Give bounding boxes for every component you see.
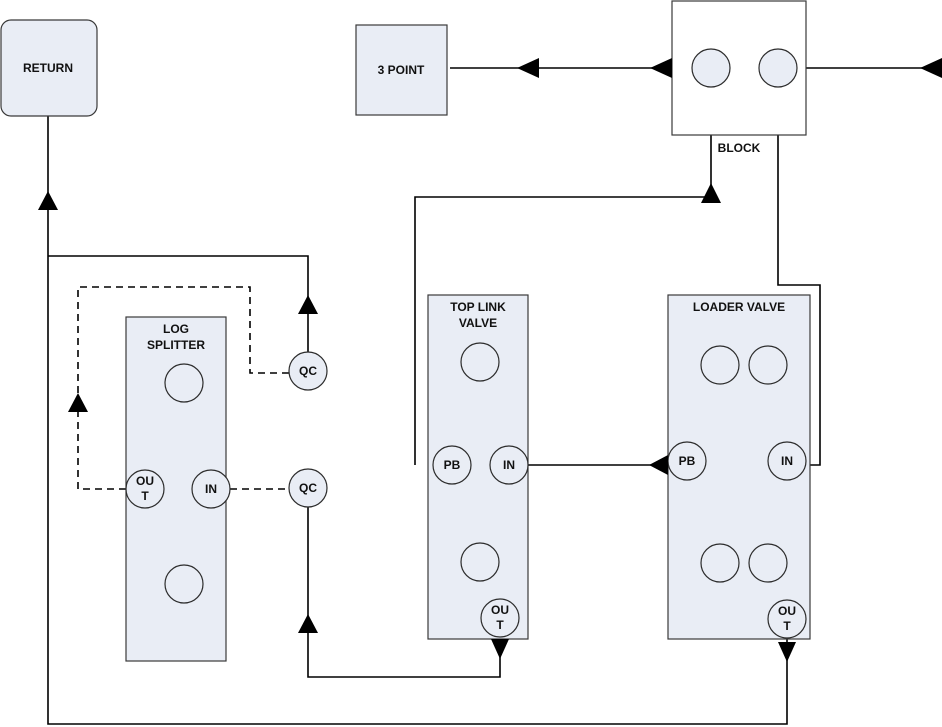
top-link-out-label-2: T: [496, 618, 504, 632]
loader-pb-port[interactable]: PB: [667, 441, 707, 481]
top-link-port-bottom: [460, 542, 500, 582]
loader-valve-label: LOADER VALVE: [693, 300, 785, 314]
loader-in-to-block-line: [777, 135, 821, 466]
arrow-qc-upper-up-icon: [298, 295, 318, 314]
arrow-block-up-icon: [701, 183, 721, 203]
loader-port-3: [700, 543, 740, 583]
top-link-label-line1: TOP LINK: [450, 300, 506, 314]
log-splitter-in-port[interactable]: IN: [191, 469, 231, 509]
loader-out-label-1: OU: [778, 604, 796, 618]
log-splitter-out-hose: [77, 286, 290, 490]
qc-upper-port[interactable]: QC: [288, 351, 328, 391]
connections: [47, 67, 942, 725]
top-link-pb-label: PB: [444, 458, 461, 472]
top-link-in-label: IN: [503, 458, 515, 472]
return-label: RETURN: [23, 61, 73, 75]
log-splitter-hoses: [77, 286, 290, 490]
qc-lower-label: QC: [299, 481, 317, 495]
arrow-loader-pb-left-icon: [649, 455, 668, 475]
block-port-left: [691, 48, 731, 88]
top-link-out-label-1: OU: [491, 603, 509, 617]
three-point-label: 3 POINT: [378, 63, 425, 77]
block-box[interactable]: [671, 0, 807, 136]
loader-out-port[interactable]: OU T: [767, 599, 807, 639]
log-splitter-out-label-1: OU: [136, 474, 154, 488]
loader-out-label-2: T: [783, 619, 791, 633]
return-line: [47, 116, 788, 725]
arrow-supply-left-icon: [920, 58, 942, 78]
loader-port-2: [748, 345, 788, 385]
log-splitter-label-line1: LOG: [163, 322, 189, 336]
log-splitter-out-port[interactable]: OU T: [125, 469, 165, 509]
qc-lower-port[interactable]: QC: [288, 468, 328, 508]
top-link-in-port[interactable]: IN: [489, 445, 529, 485]
top-link-pb-port[interactable]: PB: [432, 445, 472, 485]
log-splitter-in-label: IN: [205, 482, 217, 496]
top-link-label-line2: VALVE: [459, 316, 497, 330]
log-splitter-label-line2: SPLITTER: [147, 338, 205, 352]
flow-arrows: [38, 58, 942, 662]
arrow-loader-out-down-icon: [778, 642, 796, 662]
block-port-right: [758, 48, 798, 88]
log-splitter-out-label-2: T: [141, 489, 149, 503]
loader-port-4: [748, 543, 788, 583]
block-label: BLOCK: [718, 141, 761, 155]
top-link-out-port[interactable]: OU T: [480, 598, 520, 638]
log-splitter-port-bottom: [164, 564, 204, 604]
three-point-box[interactable]: 3 POINT: [355, 24, 448, 116]
return-box[interactable]: RETURN: [0, 19, 98, 117]
top-link-port-top: [460, 342, 500, 382]
log-splitter-port-top: [164, 363, 204, 403]
loader-port-1: [700, 345, 740, 385]
return-branch-line: [48, 255, 309, 352]
qc-upper-label: QC: [299, 364, 317, 378]
arrow-3point-left-icon-1: [517, 58, 539, 78]
arrow-return-up-icon: [38, 191, 58, 210]
loader-in-label: IN: [781, 454, 793, 468]
arrow-dashed-up-icon: [68, 393, 88, 412]
arrow-qc-lower-up-icon: [298, 614, 318, 633]
loader-in-port[interactable]: IN: [767, 441, 807, 481]
toplink-pb-to-block-line: [414, 135, 712, 465]
arrow-toplink-out-down-icon: [491, 639, 509, 659]
loader-pb-label: PB: [679, 454, 696, 468]
arrow-3point-left-icon-2: [650, 58, 672, 78]
